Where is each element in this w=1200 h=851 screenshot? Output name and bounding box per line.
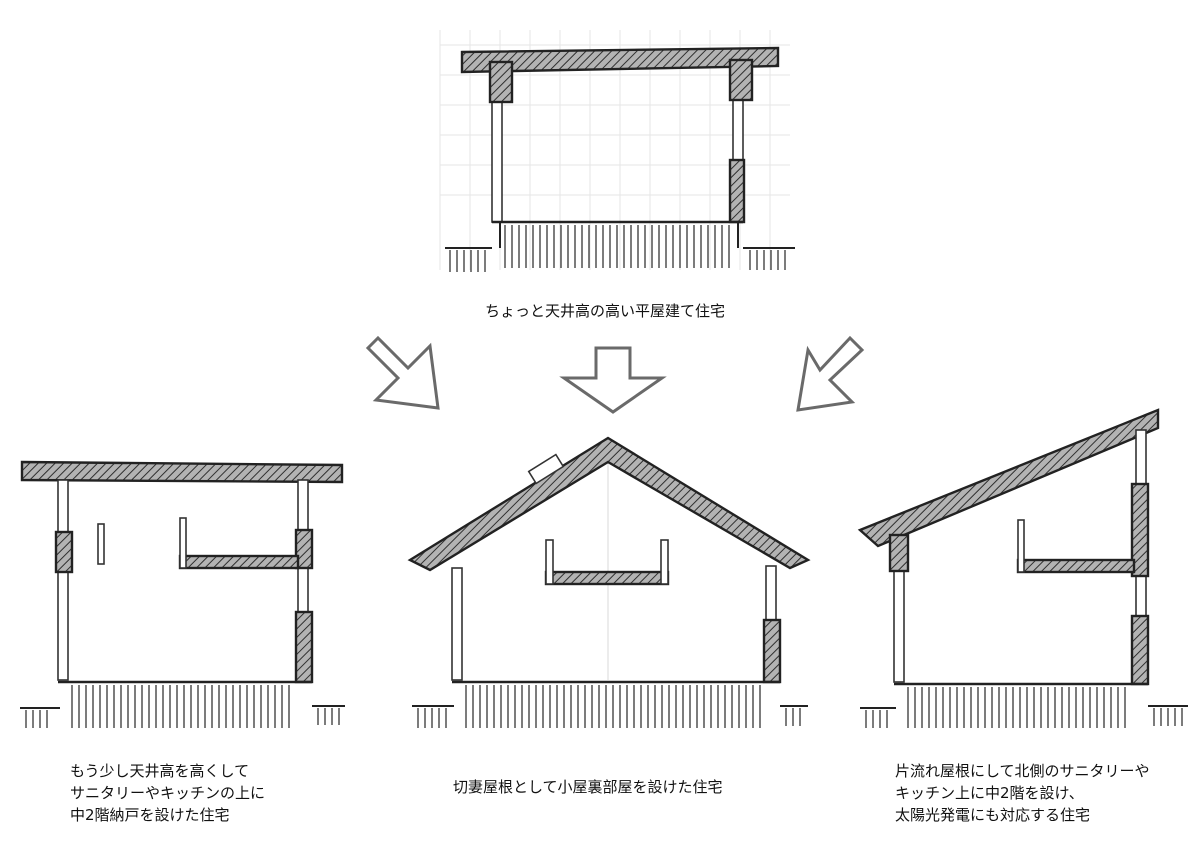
caption-middle-text: 切妻屋根として小屋裏部屋を設けた住宅 [453, 778, 723, 796]
caption-right: 片流れ屋根にして北側のサニタリーや キッチン上に中2階を設け、 太陽光発電にも対… [895, 760, 1150, 826]
caption-left: もう少し天井高を高くして サニタリーやキッチンの上に 中2階納戸を設けた住宅 [70, 760, 265, 826]
skylight-window [527, 453, 565, 485]
ground-hatch-left [25, 685, 340, 728]
flat-roof-slab-top [460, 46, 780, 74]
sketch-shed-roof-house [857, 408, 1188, 728]
right-lower-hatch-left [294, 610, 314, 684]
arrow-down-right-icon [796, 335, 865, 412]
right-wall-hatch-middle [762, 618, 782, 684]
caption-right-line-2: キッチン上に中2階を設け、 [895, 784, 1084, 802]
arrow-down-icon [559, 346, 667, 414]
loft-rail-right-middle [660, 539, 669, 585]
ground-hatch-right [865, 687, 1183, 728]
left-beam-right [888, 533, 910, 573]
caption-middle: 切妻屋根として小屋裏部屋を設けた住宅 [453, 776, 723, 798]
mezzanine-rail-left [179, 517, 187, 569]
left-beam-top [488, 60, 514, 104]
arrow-down-left-icon [365, 335, 440, 410]
right-lower-hatch-right [1130, 614, 1150, 686]
shed-roof [857, 408, 1160, 548]
left-wall-hatch-left [54, 530, 74, 574]
right-upper-hatch-right [1130, 482, 1150, 578]
caption-top-text: ちょっと天井高の高い平屋建て住宅 [485, 302, 726, 320]
ground-hatch-middle [417, 685, 801, 728]
sketch-flat-roof-house [439, 30, 795, 272]
arrows [365, 335, 865, 414]
caption-left-line-3: 中2階納戸を設けた住宅 [70, 806, 230, 824]
right-wall-hatch-top [728, 158, 746, 224]
caption-left-line-2: サニタリーやキッチンの上に [70, 784, 266, 802]
right-beam-top [728, 58, 754, 102]
caption-right-line-3: 太陽光発電にも対応する住宅 [895, 806, 1091, 824]
mezzanine-floor-left [178, 554, 300, 570]
mezzanine-rail-right [1017, 519, 1025, 573]
gable-roof [407, 436, 811, 572]
right-upper-hatch-left [294, 528, 314, 570]
loft-rail-left-middle [545, 539, 554, 585]
caption-right-line-1: 片流れ屋根にして北側のサニタリーや [895, 762, 1150, 780]
sketch-gable-roof-house [407, 436, 811, 728]
mezzanine-floor-right [1016, 558, 1136, 574]
ground-hatch-top [449, 225, 786, 272]
sketch-mezzanine-house [20, 460, 345, 728]
left-wall-left [57, 479, 69, 681]
caption-left-line-1: もう少し天井高を高くして [70, 762, 250, 780]
caption-top: ちょっと天井高の高い平屋建て住宅 [485, 300, 725, 322]
left-wall-middle [451, 567, 463, 681]
flat-roof-slab-left [20, 460, 344, 484]
window-frame-left [97, 523, 105, 565]
loft-floor-middle [544, 570, 670, 586]
